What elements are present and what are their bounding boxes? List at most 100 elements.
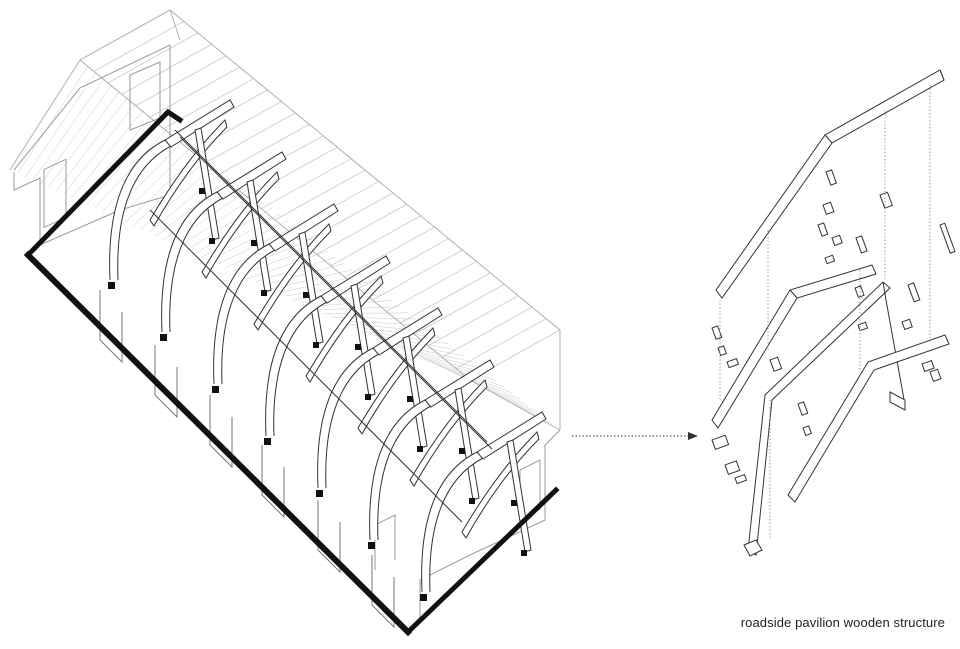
exploded-truss (711, 69, 956, 556)
connection-arrow (572, 432, 698, 440)
roof-tile-line (32, 78, 105, 181)
floor-edge (23, 108, 560, 637)
roof-tile-line (40, 84, 113, 185)
roof-batten (372, 249, 463, 301)
frame-rafter (476, 411, 547, 460)
side-wall-openings (99, 290, 395, 629)
roof-tile-line (178, 195, 257, 248)
ridge-beam (174, 129, 488, 443)
roof-tile-line (17, 66, 89, 174)
truss-connector (769, 356, 783, 372)
truss-connector (817, 222, 829, 237)
post-joint (261, 290, 267, 296)
post-footing (316, 490, 323, 497)
truss-connector (797, 401, 809, 416)
post-footing (368, 542, 375, 549)
frame-rafter (320, 255, 391, 304)
truss-connector (824, 254, 836, 265)
truss-connector (855, 235, 868, 254)
post-footing (264, 438, 271, 445)
gable-wall-back (13, 44, 171, 246)
roof-batten (219, 123, 310, 175)
post-footing (212, 386, 219, 393)
purlin-beam (149, 209, 463, 523)
post-joint (521, 550, 527, 556)
diagram-caption: roadside pavilion wooden structure (740, 615, 945, 630)
truss-mid-rafter (711, 264, 877, 429)
post-joint (417, 446, 423, 452)
roof-tile-line (147, 170, 225, 234)
truss-connector (879, 191, 893, 209)
roof-batten (260, 158, 352, 209)
truss-connector (822, 201, 835, 216)
truss-lower-brace (787, 334, 950, 503)
frame-brace (201, 171, 280, 279)
roof-tile-line (370, 334, 457, 351)
wall-opening (99, 290, 123, 364)
roof-tile-line (308, 300, 393, 307)
post-footing (108, 282, 115, 289)
roof-tile-line (247, 250, 329, 279)
roof-batten (93, 21, 185, 72)
post-joint (469, 498, 475, 504)
alignment-lines (719, 85, 931, 540)
post-footings (108, 188, 527, 601)
post-joint (365, 394, 371, 400)
roof-batten (386, 261, 477, 312)
truss-connector (802, 425, 813, 437)
truss-connector (901, 318, 913, 331)
roof-tile-line (55, 96, 129, 192)
post-footing-detail (743, 539, 763, 557)
roof-tile-line (262, 263, 345, 286)
post-joint (209, 238, 215, 244)
arch-frame (109, 99, 235, 281)
roof-tile-line (94, 127, 169, 209)
truss-connector (939, 222, 956, 254)
arch-frame (369, 359, 495, 541)
truss-connector (734, 473, 748, 485)
frame-leg (506, 439, 532, 553)
roof-batten (205, 112, 296, 164)
roof-outline (9, 9, 561, 431)
truss-connector (907, 282, 921, 303)
wall-opening (209, 395, 233, 469)
roof-tile-line (71, 109, 145, 199)
roof-tile-line (25, 72, 97, 178)
truss-connector (724, 460, 741, 476)
frame-brace (305, 275, 384, 383)
frame-rafter (164, 99, 235, 148)
truss-long-post (747, 281, 906, 556)
frame-brace (409, 379, 488, 487)
roof-batten (135, 55, 226, 107)
frame-rafter (372, 307, 443, 356)
frame-brace (253, 223, 332, 331)
truss-connector (711, 434, 730, 451)
roof-tile-line (416, 355, 505, 388)
post-joint (511, 500, 517, 506)
roof-tile-line (209, 220, 289, 262)
wall-opening (371, 555, 395, 629)
roof-batten (149, 66, 240, 118)
post-joint (303, 292, 309, 298)
roof-batten (316, 203, 407, 255)
wall-opening (317, 500, 341, 574)
post-joint (313, 342, 319, 348)
post-footing (160, 334, 167, 341)
pavilion-axonometric (9, 9, 561, 637)
roof-tile-line (431, 362, 521, 400)
roof-batten (358, 238, 449, 289)
roof-batten (441, 306, 533, 358)
roof-tile-line (155, 176, 233, 237)
ridge-beam-edge (179, 136, 493, 450)
post-joint (407, 396, 413, 402)
roof-batten (302, 192, 394, 244)
arch-frame (161, 151, 287, 333)
frame-brace (357, 327, 436, 435)
frame-rafter (424, 359, 495, 408)
roof-tile-line (408, 351, 497, 381)
roof-batten (400, 272, 491, 324)
truss-connectors (711, 169, 956, 485)
roof-batten (414, 283, 505, 335)
roof-tile-line (63, 103, 137, 195)
truss-connector (929, 368, 942, 383)
